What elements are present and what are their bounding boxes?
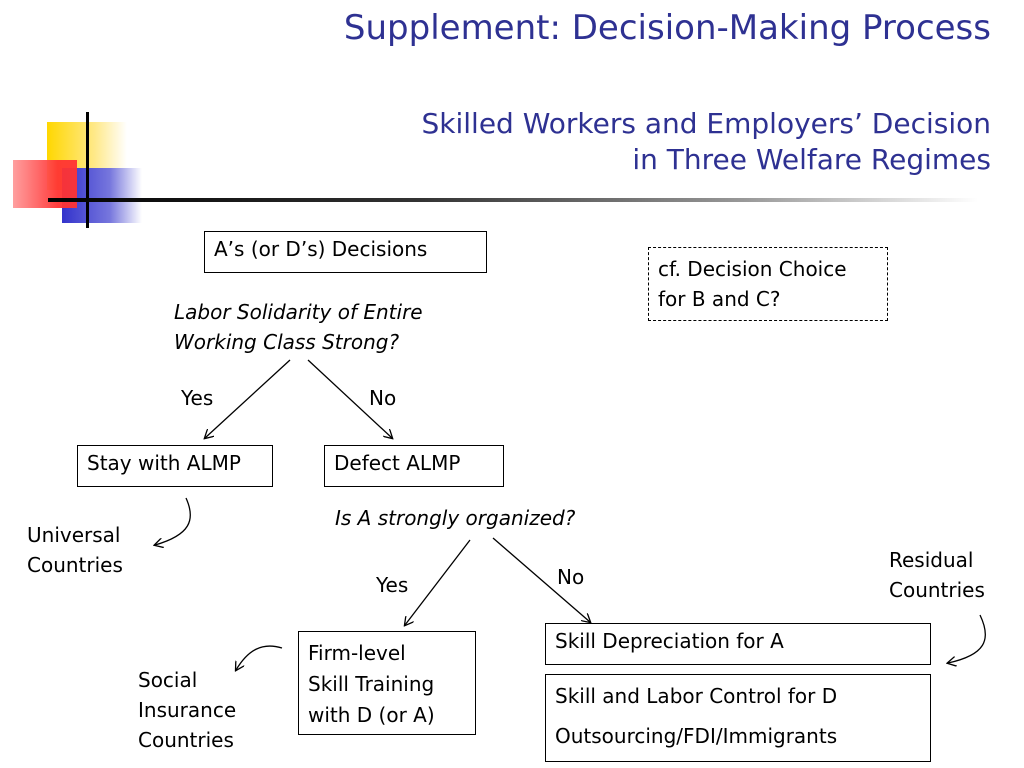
- outsourcing-line: Outsourcing/FDI/Immigrants: [555, 724, 838, 748]
- no-label-2: No: [557, 565, 585, 589]
- skill-depreciation-label: Skill Depreciation for A: [555, 629, 784, 653]
- universal-countries: Universal Countries: [27, 520, 123, 580]
- arrow-yes-2: [405, 539, 471, 625]
- cf-note-line1: cf. Decision Choice: [658, 257, 847, 281]
- defect-almp-label: Defect ALMP: [334, 451, 461, 475]
- residual-line2: Countries: [889, 578, 985, 602]
- firm-line1: Firm-level: [308, 641, 406, 665]
- page-title: Supplement: Decision-Making Process: [343, 8, 991, 48]
- cf-note-line2: for B and C?: [658, 287, 781, 311]
- root-decision-label: A’s (or D’s) Decisions: [214, 237, 428, 261]
- arrow-yes-1: [205, 359, 291, 438]
- title-rule: [48, 198, 978, 202]
- curved-arrow-universal: [155, 497, 191, 545]
- firm-level-training-box: Firm-level Skill Training with D (or A): [298, 631, 476, 735]
- skill-depreciation-box: Skill Depreciation for A: [545, 623, 931, 665]
- social-line1: Social: [138, 668, 198, 692]
- social-line3: Countries: [138, 728, 234, 752]
- residual-countries: Residual Countries: [889, 545, 985, 605]
- arrow-no-1: [307, 359, 392, 438]
- social-insurance-countries: Social Insurance Countries: [138, 665, 236, 755]
- root-decision-box: A’s (or D’s) Decisions: [204, 231, 487, 273]
- logo-vertical-line: [86, 112, 89, 228]
- firm-line3: with D (or A): [308, 703, 435, 727]
- yes-label-1: Yes: [181, 386, 214, 410]
- question1-line2: Working Class Strong?: [174, 330, 400, 354]
- curved-arrow-social: [236, 645, 283, 670]
- subtitle-line1: Skilled Workers and Employers’ Decision: [421, 107, 992, 140]
- arrow-no-2: [492, 537, 590, 622]
- cf-note-box: cf. Decision Choice for B and C?: [648, 247, 888, 321]
- universal-line1: Universal: [27, 523, 121, 547]
- firm-line2: Skill Training: [308, 672, 435, 696]
- no-label-1: No: [369, 386, 397, 410]
- question-a-organized: Is A strongly organized?: [335, 506, 576, 530]
- question1-line1: Labor Solidarity of Entire: [174, 300, 423, 324]
- defect-almp-box: Defect ALMP: [324, 445, 504, 487]
- residual-line1: Residual: [889, 548, 974, 572]
- page-subtitle: Skilled Workers and Employers’ Decision …: [422, 106, 992, 178]
- social-line2: Insurance: [138, 698, 237, 722]
- curved-arrow-residual: [948, 614, 987, 663]
- skill-control-box: Skill and Labor Control for D Outsourcin…: [545, 674, 931, 762]
- stay-with-almp-box: Stay with ALMP: [77, 445, 273, 487]
- universal-line2: Countries: [27, 553, 123, 577]
- subtitle-line2: in Three Welfare Regimes: [632, 143, 991, 176]
- question-labor-solidarity: Labor Solidarity of Entire Working Class…: [174, 297, 423, 357]
- stay-with-almp-label: Stay with ALMP: [87, 451, 241, 475]
- yes-label-2: Yes: [376, 573, 409, 597]
- skill-control-line: Skill and Labor Control for D: [555, 684, 838, 708]
